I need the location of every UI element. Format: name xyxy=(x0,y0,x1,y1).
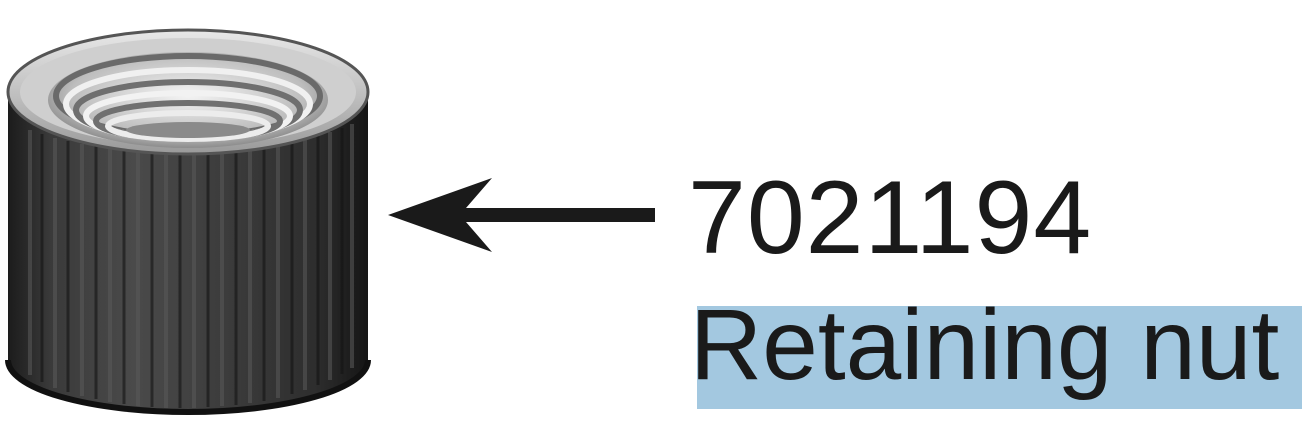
arrow-left-icon xyxy=(388,178,655,252)
part-number: 7021194 xyxy=(688,160,1093,276)
part-name: Retaining nut xyxy=(690,289,1280,401)
retaining-nut-icon xyxy=(5,28,371,415)
part-name-highlight xyxy=(697,306,1302,409)
